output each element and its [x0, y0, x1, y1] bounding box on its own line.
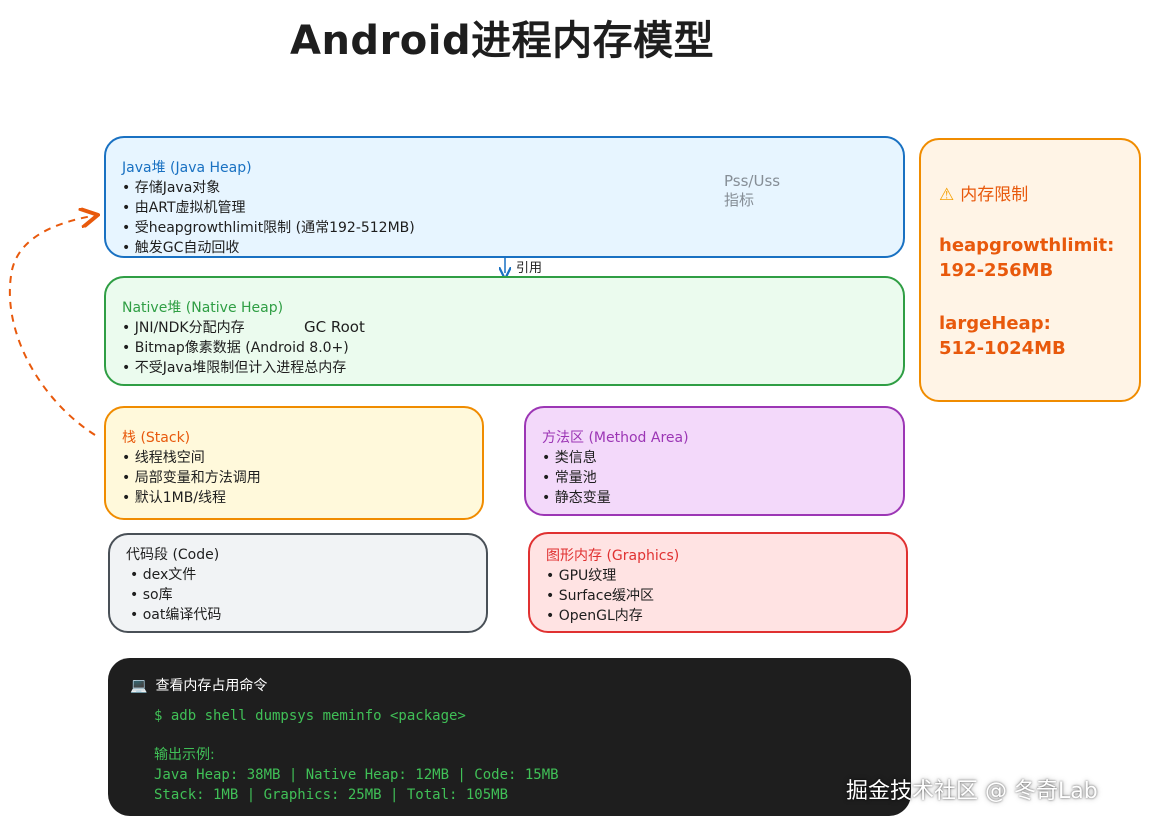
list-item: 静态变量	[542, 488, 887, 508]
list-item: GPU纹理	[546, 566, 890, 586]
list-item: 不受Java堆限制但计入进程总内存	[122, 358, 887, 378]
native-heap-title: Native堆 (Native Heap)	[122, 300, 284, 316]
list-item: 默认1MB/线程	[122, 488, 466, 508]
java-heap-box: Java堆 (Java Heap) 存储Java对象 由ART虚拟机管理 受he…	[104, 136, 905, 258]
memory-limit-title: ⚠内存限制	[939, 180, 1121, 205]
command-title-label: 查看内存占用命令	[155, 678, 268, 694]
stack-title: 栈 (Stack)	[122, 430, 191, 446]
sample-line: Stack: 1MB | Graphics: 25MB | Total: 105…	[154, 787, 509, 803]
list-item: dex文件	[126, 565, 470, 585]
pss-uss-note: Pss/Uss 指标	[724, 172, 781, 209]
code-segment-title: 代码段 (Code)	[126, 547, 220, 563]
list-item: 类信息	[542, 448, 887, 468]
method-area-title: 方法区 (Method Area)	[542, 430, 689, 446]
diagram-title: Android进程内存模型	[290, 18, 715, 64]
laptop-icon: 💻	[130, 678, 148, 694]
native-heap-box: Native堆 (Native Heap) JNI/NDK分配内存 Bitmap…	[104, 276, 905, 386]
reference-label: 引用	[516, 261, 543, 276]
list-item: 线程栈空间	[122, 448, 466, 468]
list-item: 触发GC自动回收	[122, 238, 887, 256]
graphics-memory-title: 图形内存 (Graphics)	[546, 548, 680, 564]
list-item: 局部变量和方法调用	[122, 468, 466, 488]
list-item: JNI/NDK分配内存	[122, 318, 887, 338]
graphics-memory-box: 图形内存 (Graphics) GPU纹理 Surface缓冲区 OpenGL内…	[528, 532, 908, 633]
heapgrowthlimit-value: heapgrowthlimit: 192-256MB	[939, 235, 1115, 281]
list-item: 受heapgrowthlimit限制 (通常192-512MB)	[122, 218, 887, 238]
largeheap-value: largeHeap: 512-1024MB	[939, 313, 1066, 359]
list-item: 由ART虚拟机管理	[122, 198, 887, 218]
gc-root-arrow	[8, 216, 95, 436]
list-item: OpenGL内存	[546, 606, 890, 626]
gc-root-note: GC Root	[304, 318, 365, 336]
memory-limit-label: 内存限制	[960, 185, 1029, 205]
code-segment-box: 代码段 (Code) dex文件 so库 oat编译代码	[108, 533, 488, 633]
list-item: Surface缓冲区	[546, 586, 890, 606]
watermark: 掘金技术社区 @ 冬奇Lab	[846, 779, 1098, 804]
list-item: Bitmap像素数据 (Android 8.0+)	[122, 338, 887, 358]
sample-label: 输出示例:	[154, 747, 215, 763]
command-title: 💻 查看内存占用命令	[130, 676, 889, 696]
method-area-box: 方法区 (Method Area) 类信息 常量池 静态变量	[524, 406, 905, 516]
list-item: 常量池	[542, 468, 887, 488]
warning-icon: ⚠	[939, 185, 955, 205]
list-item: so库	[126, 585, 470, 605]
command-text: $ adb shell dumpsys meminfo <package>	[154, 708, 466, 724]
list-item: oat编译代码	[126, 605, 470, 625]
java-heap-title: Java堆 (Java Heap)	[122, 160, 252, 176]
sample-line: Java Heap: 38MB | Native Heap: 12MB | Co…	[154, 767, 559, 783]
list-item: 存储Java对象	[122, 178, 887, 198]
memory-limit-box: ⚠内存限制 heapgrowthlimit: 192-256MB largeHe…	[919, 138, 1141, 402]
command-panel: 💻 查看内存占用命令 $ adb shell dumpsys meminfo <p…	[108, 658, 911, 816]
stack-box: 栈 (Stack) 线程栈空间 局部变量和方法调用 默认1MB/线程	[104, 406, 484, 520]
